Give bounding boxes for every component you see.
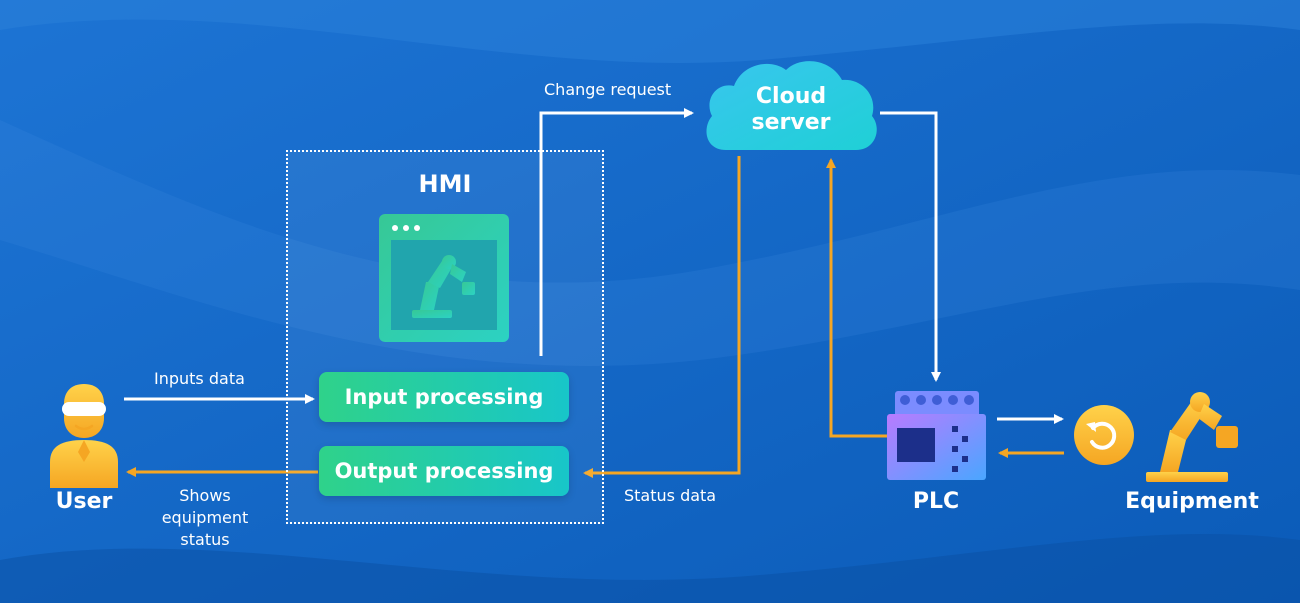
- change-request-label: Change request: [544, 80, 672, 99]
- wave-top: [0, 0, 1300, 63]
- user-label: User: [55, 489, 113, 514]
- arrow-plc-to-cloud: [826, 158, 887, 438]
- plc-icon: [887, 391, 986, 480]
- hmi-window-icon: [379, 214, 509, 342]
- inputs-data-label: Inputs data: [154, 369, 245, 388]
- arrow-change-request: [539, 108, 694, 356]
- output-processing-node: Output processing: [319, 446, 569, 496]
- rotate-icon: [1074, 405, 1134, 465]
- cloud-label-line1: Cloud: [755, 84, 827, 109]
- equipment-label: Equipment: [1125, 489, 1259, 514]
- wave-bottom: [0, 534, 1300, 603]
- equipment-arm-icon: [1146, 392, 1238, 482]
- arrow-cloud-to-plc: [880, 111, 941, 382]
- status-data-label: Status data: [624, 486, 717, 505]
- hmi-title: HMI: [418, 170, 472, 198]
- plc-label: PLC: [912, 489, 960, 514]
- cloud-label-line2: server: [751, 110, 831, 135]
- shows-status-label-1: Shows: [179, 486, 231, 505]
- wave-mid: [0, 120, 1300, 366]
- user-icon: [50, 384, 118, 488]
- shows-status-label-3: status: [180, 530, 230, 549]
- cloud-icon: [706, 61, 877, 150]
- input-processing-node: Input processing: [319, 372, 569, 422]
- shows-status-label-2: equipment: [161, 508, 249, 527]
- arrow-status-data: [583, 156, 741, 478]
- robot-arm-icon: [412, 255, 475, 318]
